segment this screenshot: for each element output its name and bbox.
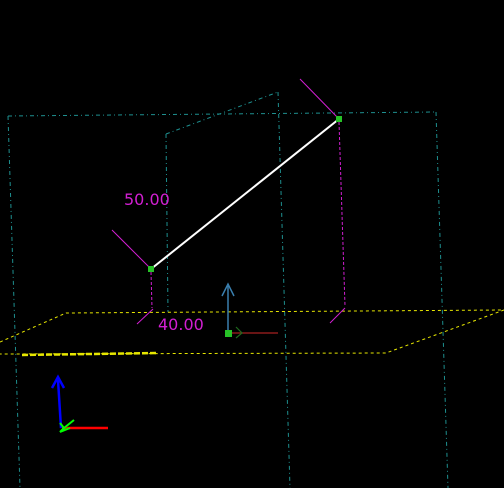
- endpoint-grip-upper[interactable]: [336, 116, 342, 122]
- axis-triad-z-arrowhead: [59, 422, 71, 433]
- ucs-z-arrowhead: [221, 282, 235, 297]
- grid-edge-back-top: [165, 91, 279, 135]
- axis-triad-y: [56, 379, 63, 429]
- line-entity[interactable]: [150, 118, 340, 270]
- ucs-y-arrowhead: [235, 326, 243, 339]
- axis-triad-y-arrowhead: [50, 374, 66, 389]
- ucs-gizmo-icon[interactable]: [221, 282, 278, 339]
- workplane-highlight-edge: [21, 351, 159, 357]
- grid-edge-back-left-vertical: [165, 133, 169, 313]
- workplane: [0, 309, 504, 355]
- dimension-extension-lines: [111, 78, 346, 325]
- grid-edge-left-vertical: [7, 115, 21, 488]
- axis-triad-z: [63, 419, 75, 429]
- aligned-dim-tick-upper: [299, 78, 340, 120]
- workplane-outline: [0, 309, 504, 355]
- horizontal-dim-tick-left: [136, 308, 154, 325]
- extension-line-right: [338, 121, 346, 307]
- extension-line-left: [150, 271, 153, 309]
- aligned-dimension-value[interactable]: 50.00: [124, 190, 170, 209]
- grid-edge-back-right-vertical: [277, 91, 291, 488]
- axis-triad-icon: [50, 374, 108, 433]
- horizontal-dim-tick-right: [329, 307, 346, 324]
- grid-box: [7, 91, 449, 488]
- endpoint-grip-lower[interactable]: [148, 266, 154, 272]
- ucs-origin-grip[interactable]: [225, 330, 232, 337]
- aligned-dim-tick-lower: [111, 229, 152, 270]
- horizontal-dimension-value[interactable]: 40.00: [158, 315, 204, 334]
- grid-edge-right-vertical: [435, 111, 449, 488]
